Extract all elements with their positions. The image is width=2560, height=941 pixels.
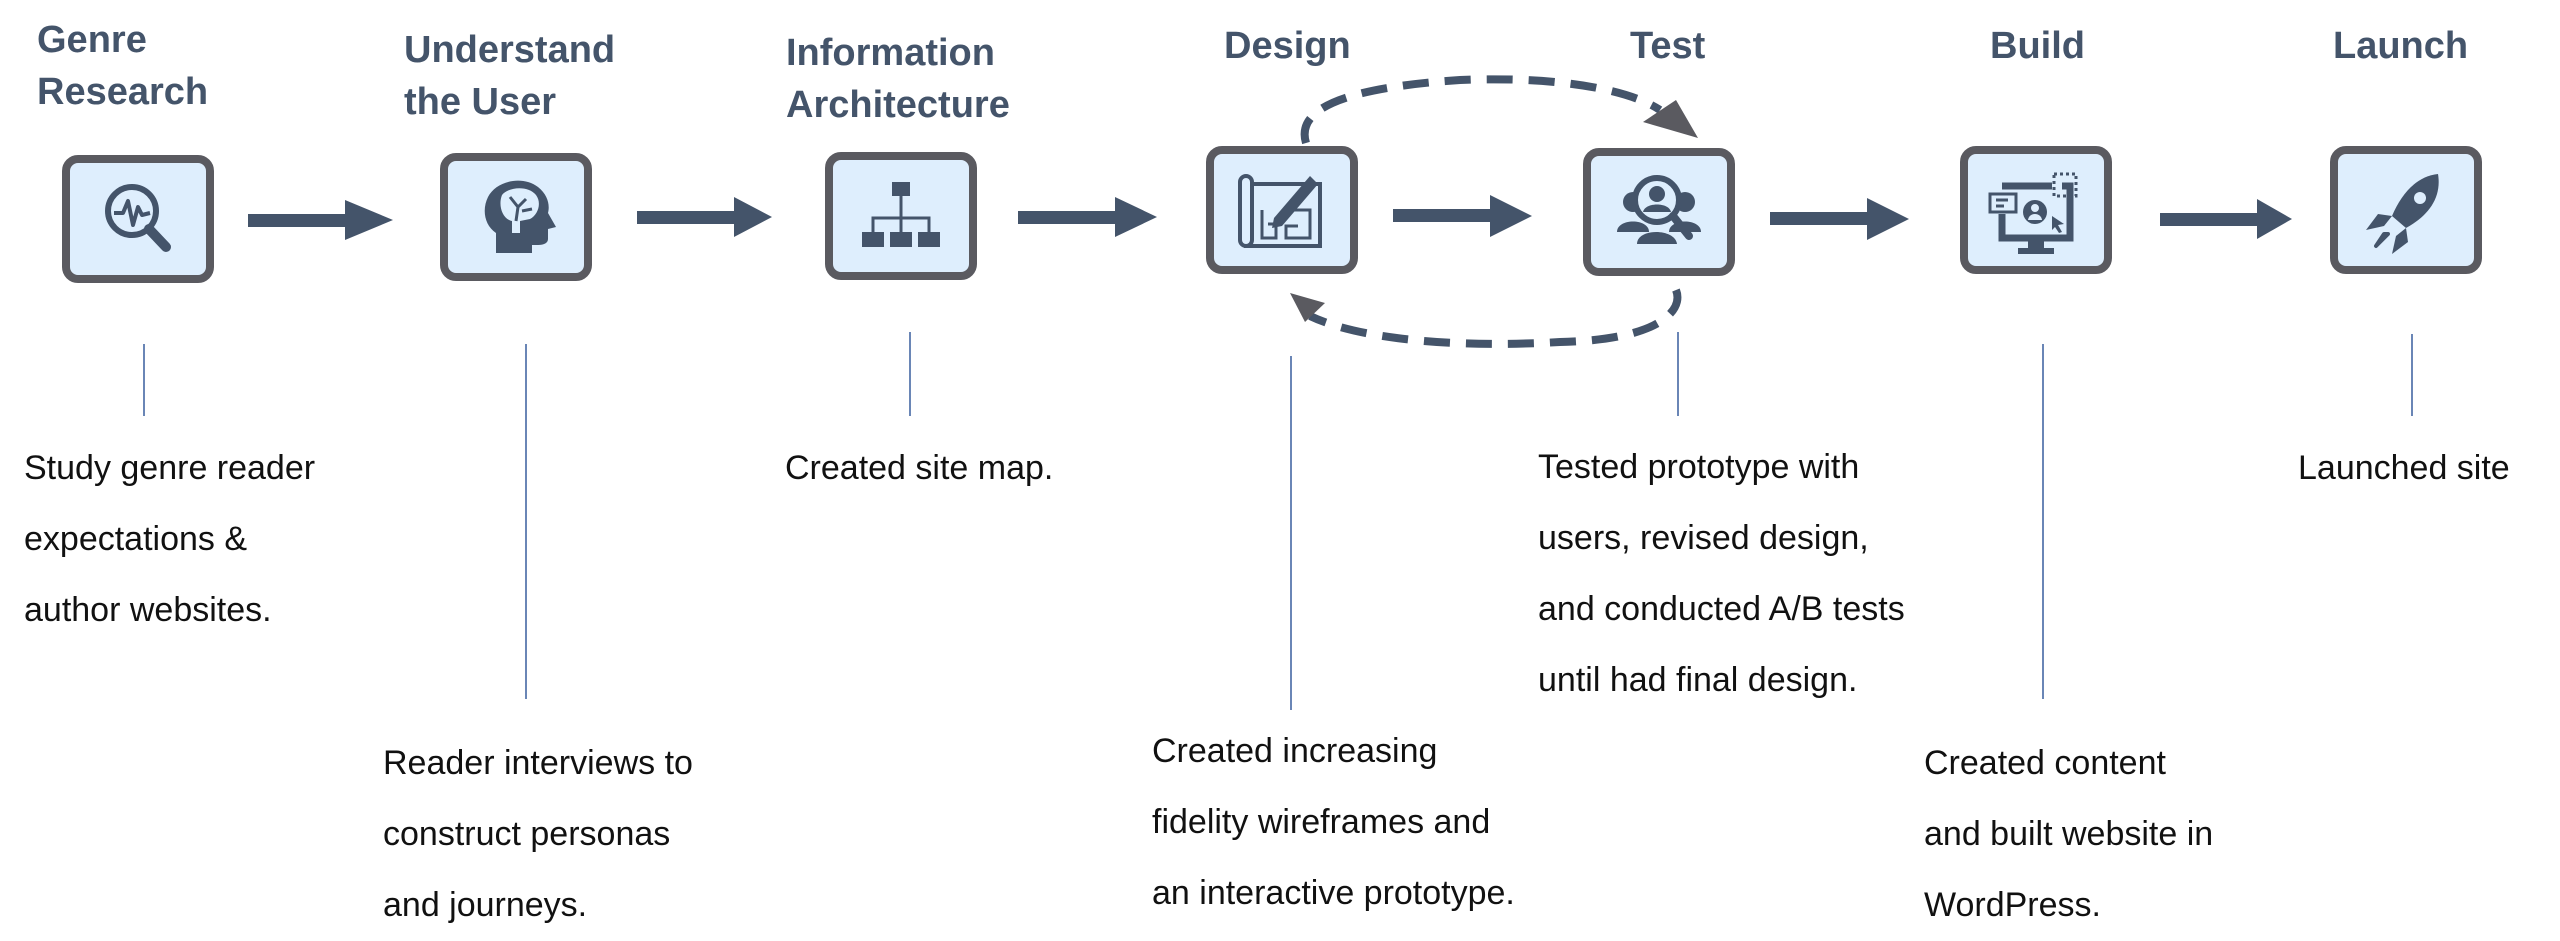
arrow-build-to-launch (2160, 199, 2292, 239)
description-line: Reader interviews to (383, 744, 693, 782)
description-line: Tested prototype with (1538, 448, 1860, 486)
arrow-genre-to-user (248, 200, 393, 240)
brain-head-icon (484, 180, 556, 253)
arrow-design-to-test (1393, 195, 1532, 237)
loop-arrowhead-to-test (1643, 100, 1698, 138)
step-box-test (1583, 148, 1735, 276)
rocket-icon (2366, 174, 2439, 254)
step-title-information-architecture: Information Architecture (786, 32, 1010, 126)
blueprint-pencil-icon (1238, 174, 1322, 248)
description-line: an interactive prototype. (1152, 874, 1515, 912)
step-box-genre-research (62, 155, 214, 283)
arrow-ia-to-design (1018, 197, 1157, 237)
step-description-build: Created content and built website in Wor… (1924, 728, 2213, 941)
connector-line-test (1677, 332, 1679, 416)
connector-line-information-architecture (909, 332, 911, 416)
description-line: Created increasing (1152, 732, 1438, 770)
description-line: and built website in (1924, 815, 2214, 853)
step-box-design (1206, 146, 1358, 274)
magnifier-pulse-icon (105, 184, 171, 252)
arrow-user-to-ia (637, 197, 772, 237)
connector-line-build (2042, 344, 2044, 699)
sitemap-icon (862, 182, 940, 247)
description-line: WordPress. (1924, 886, 2101, 924)
step-description-design: Created increasing fidelity wireframes a… (1152, 716, 1515, 929)
description-line: construct personas (383, 815, 671, 853)
step-title-test: Test (1630, 25, 1706, 67)
step-title-design: Design (1224, 25, 1351, 67)
description-line: Launched site (2298, 449, 2510, 487)
connector-line-understand-user (525, 344, 527, 699)
connector-line-genre-research (143, 344, 145, 416)
step-title-genre-research: Genre Research (37, 19, 209, 113)
step-title-understand-user: Understand the User (404, 29, 616, 123)
description-line: Study genre reader (24, 449, 316, 487)
description-line: and journeys. (383, 886, 588, 924)
loop-arrowhead-to-design (1290, 293, 1325, 322)
description-line: Created site map. (785, 449, 1054, 487)
connector-line-design (1290, 356, 1292, 710)
step-box-build (1960, 146, 2112, 274)
description-line: expectations & (24, 520, 248, 558)
step-description-understand-user: Reader interviews to construct personas … (383, 728, 693, 941)
step-description-test: Tested prototype with users, revised des… (1538, 432, 1905, 716)
step-description-information-architecture: Created site map. (785, 433, 1053, 504)
step-description-launch: Launched site (2298, 433, 2510, 504)
step-description-genre-research: Study genre reader expectations & author… (24, 433, 315, 646)
connector-line-launch (2411, 334, 2413, 416)
web-builder-icon (1988, 172, 2078, 254)
step-title-build: Build (1990, 25, 2085, 67)
description-line: and conducted A/B tests (1538, 590, 1905, 628)
description-line: author websites. (24, 591, 272, 629)
description-line: Created content (1924, 744, 2166, 782)
step-title-launch: Launch (2333, 25, 2469, 67)
user-research-icon (1617, 175, 1701, 244)
step-box-information-architecture (825, 152, 977, 280)
description-line: until had final design. (1538, 661, 1858, 699)
step-box-understand-user (440, 153, 592, 281)
arrow-test-to-build (1770, 198, 1909, 240)
step-box-launch (2330, 146, 2482, 274)
description-line: fidelity wireframes and (1152, 803, 1491, 841)
description-line: users, revised design, (1538, 519, 1869, 557)
